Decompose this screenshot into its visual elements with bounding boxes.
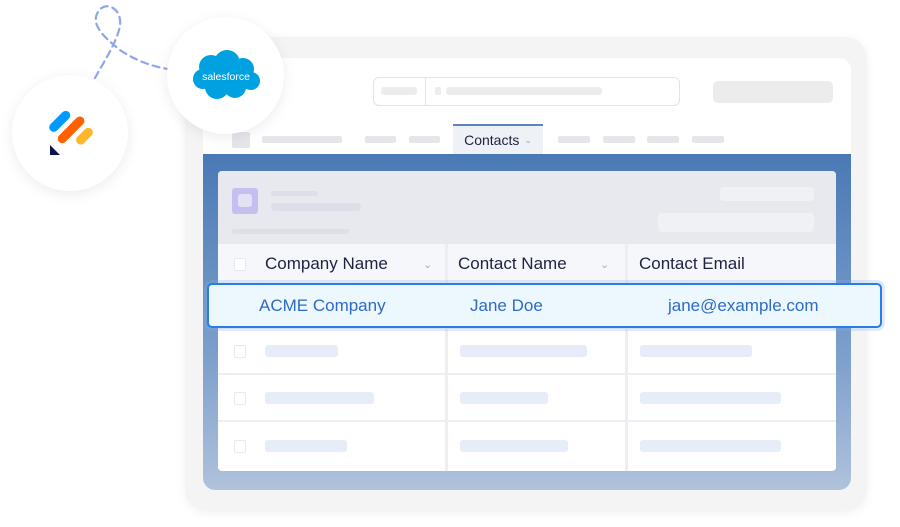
nav-app-name <box>262 136 342 143</box>
placeholder-text <box>640 345 752 357</box>
placeholder-text <box>265 345 338 357</box>
column-divider <box>625 244 628 471</box>
tab-contacts[interactable]: Contacts ⌄ <box>453 124 543 154</box>
placeholder-text <box>265 392 374 404</box>
table-header: Company Name ⌄ Contact Name ⌄ Contact Em… <box>218 244 836 284</box>
list-search-field[interactable] <box>658 213 814 232</box>
crm-app-panel: Contacts ⌄ Company Name ⌄ <box>203 58 851 490</box>
dashed-connector <box>93 5 170 80</box>
column-header-contact-name[interactable]: Contact Name ⌄ <box>458 254 610 273</box>
global-search-bar[interactable] <box>373 77 680 106</box>
row-checkbox[interactable] <box>234 392 246 405</box>
table-row[interactable] <box>218 329 836 375</box>
select-all-checkbox[interactable] <box>234 258 246 271</box>
list-meta <box>232 229 349 234</box>
list-title <box>271 203 361 211</box>
placeholder-text <box>265 440 347 452</box>
row-checkbox[interactable] <box>234 345 246 358</box>
placeholder-text <box>460 345 587 357</box>
chevron-down-icon: ⌄ <box>524 134 532 145</box>
nav-tab[interactable] <box>558 136 590 143</box>
nav-tabs: Contacts ⌄ <box>203 124 851 154</box>
placeholder-text <box>640 440 781 452</box>
chevron-down-icon[interactable]: ⌄ <box>423 258 433 271</box>
nav-tab[interactable] <box>409 136 440 143</box>
app-launcher-icon[interactable] <box>232 132 250 148</box>
salesforce-logo-badge: salesforce <box>167 17 284 134</box>
jotform-logo-badge <box>12 75 128 191</box>
nav-tab[interactable] <box>647 136 679 143</box>
placeholder-text <box>460 440 568 452</box>
cell-contact-name: Jane Doe <box>470 295 543 315</box>
list-header <box>218 171 836 244</box>
highlighted-contact-row[interactable]: ACME Company Jane Doe jane@example.com <box>207 283 882 328</box>
table-row[interactable] <box>218 424 836 470</box>
placeholder-text <box>460 392 548 404</box>
cell-company: ACME Company <box>259 295 386 315</box>
nav-tab[interactable] <box>365 136 396 143</box>
column-header-contact-email[interactable]: Contact Email <box>639 254 745 273</box>
placeholder-text <box>640 392 781 404</box>
chevron-down-icon[interactable]: ⌄ <box>600 258 610 271</box>
nav-tab[interactable] <box>603 136 635 143</box>
table-row[interactable] <box>218 376 836 422</box>
search-icon <box>435 87 441 95</box>
row-checkbox[interactable] <box>234 440 246 453</box>
tab-contacts-label: Contacts <box>464 132 520 148</box>
cell-contact-email: jane@example.com <box>668 295 819 315</box>
topbar-action-button[interactable] <box>713 81 833 103</box>
column-divider <box>445 244 448 471</box>
list-action-button[interactable] <box>720 187 814 201</box>
search-placeholder <box>446 87 602 95</box>
list-subtitle <box>271 191 318 196</box>
nav-tab[interactable] <box>692 136 724 143</box>
search-scope-dropdown[interactable] <box>374 78 426 105</box>
salesforce-cloud-icon: salesforce <box>193 50 260 99</box>
svg-text:salesforce: salesforce <box>202 71 250 83</box>
contacts-object-icon <box>232 188 258 214</box>
column-header-company[interactable]: Company Name ⌄ <box>265 254 433 273</box>
jotform-logo-icon <box>49 110 93 155</box>
